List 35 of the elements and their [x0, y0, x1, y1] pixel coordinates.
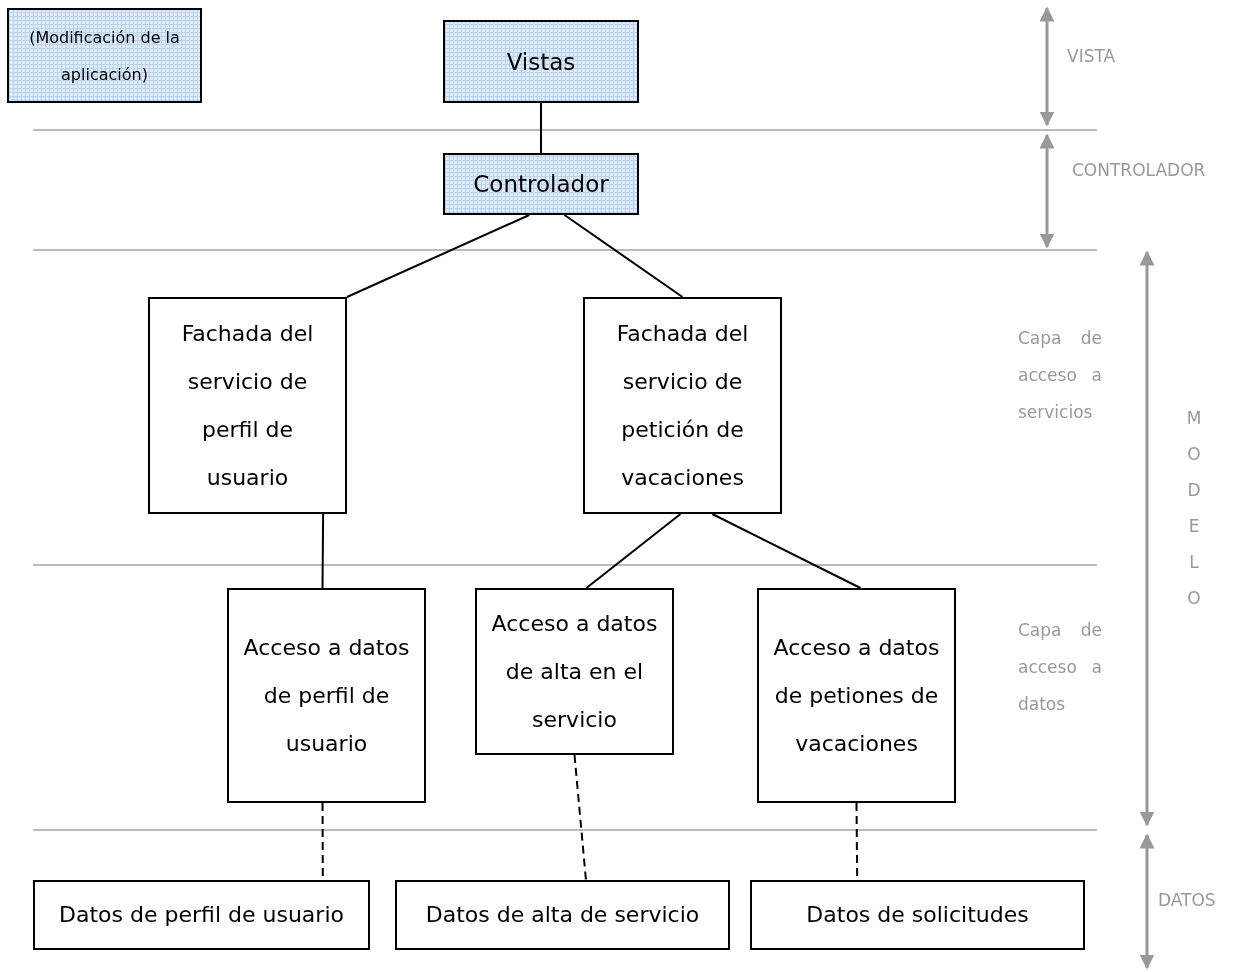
node-label: Controlador — [472, 170, 610, 199]
process-box — [443, 153, 639, 215]
layer-label: Capa de acceso a datos — [1018, 619, 1102, 716]
process-box — [757, 588, 956, 803]
layer-label: VISTA — [1067, 45, 1117, 68]
node-label: Acceso a datos de alta en el servicio — [490, 609, 659, 734]
connector-line — [585, 513, 682, 589]
connector-line — [711, 513, 862, 589]
process-box — [227, 588, 426, 803]
legend-box — [7, 8, 202, 103]
node-label: Fachada del servicio de perfil de usuario — [180, 319, 315, 492]
process-box — [395, 880, 730, 950]
connector-line — [573, 754, 587, 881]
node-label: Vistas — [505, 47, 577, 77]
node-label: Datos de solicitudes — [805, 901, 1030, 929]
node-label: Acceso a datos de petiones de vacaciones — [772, 633, 941, 758]
process-box — [33, 880, 370, 950]
process-box — [583, 297, 782, 514]
node-label: Fachada del servicio de petición de vacaciones — [615, 319, 750, 492]
node-label: Datos de perfil de usuario — [58, 901, 345, 929]
node-label: Datos de alta de servicio — [424, 901, 701, 929]
process-box — [475, 588, 674, 755]
layer-label: DATOS — [1158, 889, 1217, 912]
connector-line — [346, 214, 531, 298]
layer-label: Capa de acceso a servicios — [1018, 327, 1102, 424]
connector-line — [563, 214, 684, 298]
process-box — [148, 297, 347, 514]
layer-label: CONTROLADOR — [1072, 159, 1207, 182]
connector-line — [321, 513, 325, 589]
node-label: Acceso a datos de perfil de usuario — [242, 633, 411, 758]
node-label: (Modificación de la aplicación) — [28, 26, 181, 86]
process-box — [750, 880, 1085, 950]
layer-label: MODELO — [1186, 407, 1202, 610]
process-box — [443, 20, 639, 103]
connector-line — [540, 102, 542, 154]
